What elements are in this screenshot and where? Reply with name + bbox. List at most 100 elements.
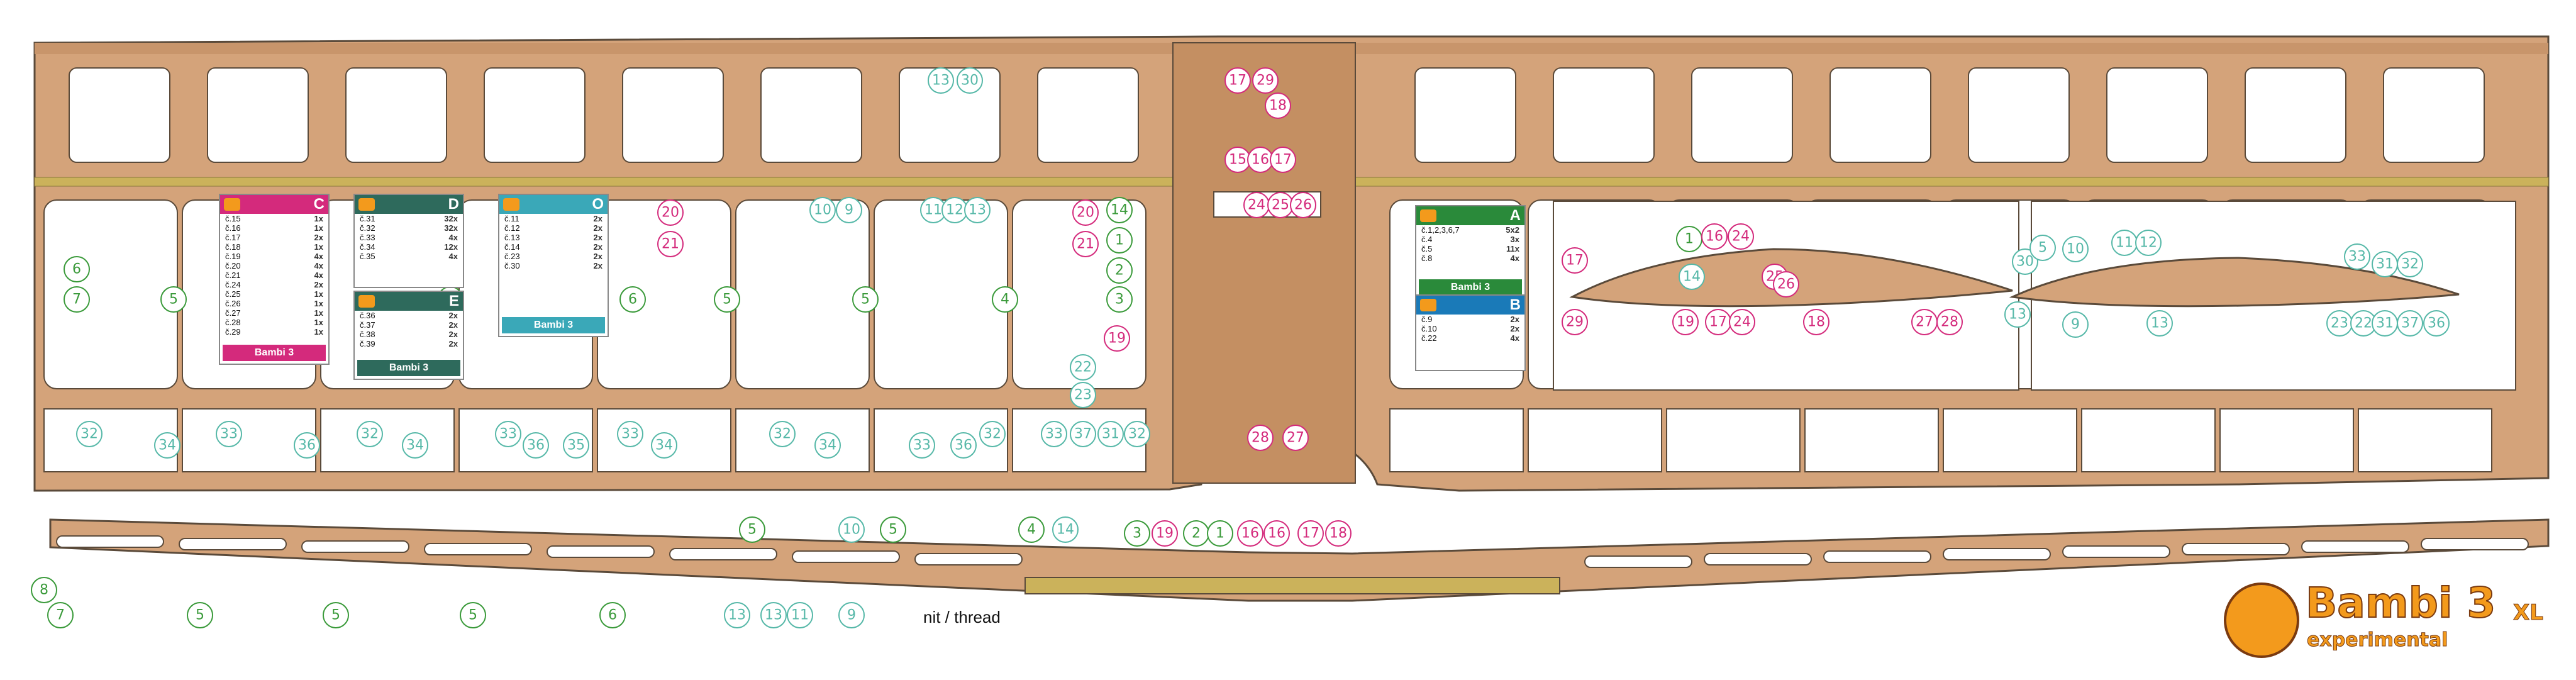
fox-logo-icon — [358, 295, 375, 308]
part-number-callout: 11 — [2111, 230, 2138, 256]
callout-label: 19 — [1677, 315, 1694, 330]
callout-label: 36 — [2428, 316, 2445, 332]
callout-label: 1 — [1685, 231, 1694, 247]
callout-label: 30 — [2016, 254, 2034, 270]
callout-label: 17 — [1709, 315, 1727, 330]
lower-lightening-slot — [2301, 540, 2409, 553]
callout-label: 32 — [984, 426, 1001, 442]
callout-label: 5 — [748, 522, 757, 538]
callout-label: 2 — [1115, 263, 1124, 279]
part-number-callout: 5 — [2029, 235, 2056, 261]
brand-suffix: XL — [2513, 600, 2544, 626]
lightening-window — [1691, 67, 1793, 163]
callout-label: 1 — [1216, 526, 1224, 542]
part-number-callout: 32 — [2397, 251, 2423, 277]
callout-label: 23 — [1074, 387, 1092, 403]
part-number-callout: 13 — [760, 602, 787, 628]
callout-label: 5 — [169, 292, 178, 308]
part-number-callout: 16 — [1237, 520, 1263, 547]
fox-logo-icon — [358, 198, 375, 211]
callout-label: 37 — [1074, 426, 1092, 442]
card-letter: B — [1509, 296, 1521, 313]
card-header: O — [499, 195, 608, 214]
lower-lightening-slot — [1704, 553, 1812, 566]
lower-lightening-slot — [1943, 548, 2051, 560]
part-number-callout: 11 — [920, 197, 947, 223]
part-number-callout: 5 — [187, 602, 213, 628]
part-number-callout: 32 — [769, 421, 796, 447]
callout-label: 5 — [2038, 240, 2047, 256]
rib-bay — [735, 199, 870, 389]
callout-label: 33 — [499, 426, 517, 442]
callout-label: 14 — [1683, 269, 1701, 285]
rib-bay — [874, 199, 1008, 389]
callout-label: 26 — [1777, 277, 1795, 293]
trailing-edge-bay — [1666, 408, 1801, 472]
callout-label: 26 — [1294, 198, 1312, 213]
part-number-callout: 34 — [402, 432, 428, 459]
callout-label: 30 — [961, 73, 979, 89]
part-number-callout: 9 — [836, 197, 862, 223]
part-number-callout: 10 — [809, 197, 836, 223]
part-number-callout: 15 — [1224, 147, 1251, 173]
part-number-callout: 21 — [657, 231, 684, 257]
callout-label: 13 — [932, 73, 950, 89]
lower-lightening-slot — [669, 548, 777, 560]
part-number-callout: 32 — [979, 421, 1006, 447]
part-number-callout: 34 — [154, 432, 180, 459]
part-number-callout: 6 — [64, 256, 90, 282]
lower-lightening-slot — [2062, 545, 2170, 558]
lightening-window — [1829, 67, 1931, 163]
fox-logo-icon — [224, 198, 240, 211]
callout-label: 35 — [567, 438, 585, 454]
part-number-callout: 17 — [1562, 247, 1588, 274]
part-number-callout: 7 — [64, 286, 90, 313]
callout-label: 5 — [861, 292, 870, 308]
lightening-window — [2383, 67, 2485, 163]
callout-label: 13 — [2009, 307, 2026, 323]
part-number-callout: 27 — [1282, 425, 1309, 451]
brand-logo: Bambi 3 XL experimental — [2224, 578, 2563, 673]
part-number-callout: 30 — [957, 67, 983, 94]
callout-label: 18 — [1330, 526, 1347, 542]
lower-lightening-slot — [56, 535, 164, 548]
part-number-callout: 32 — [1124, 421, 1150, 447]
part-number-callout: 13 — [928, 67, 954, 94]
part-number-callout: 37 — [1070, 421, 1096, 447]
part-number-callout: 4 — [1018, 516, 1045, 543]
callout-label: 32 — [361, 426, 379, 442]
callout-label: 16 — [1241, 526, 1259, 542]
card-letter: D — [448, 196, 459, 213]
callout-label: 22 — [1074, 360, 1092, 376]
callout-label: 33 — [2348, 249, 2366, 265]
rib-bay — [43, 199, 178, 389]
part-number-callout: 5 — [323, 602, 349, 628]
lightening-window — [345, 67, 447, 163]
part-number-callout: 30 — [2012, 248, 2038, 275]
part-number-callout: 35 — [563, 432, 589, 459]
callout-label: 9 — [847, 608, 856, 623]
lower-panel-outline — [49, 518, 2550, 602]
callout-label: 12 — [946, 203, 963, 218]
part-number-callout: 1 — [1207, 520, 1233, 547]
lower-lightening-slot — [792, 550, 900, 563]
card-header: B — [1416, 296, 1524, 315]
part-number-callout: 2 — [1106, 257, 1133, 284]
callout-label: 36 — [527, 438, 545, 454]
part-number-callout: 14 — [1106, 197, 1133, 223]
callout-label: 9 — [845, 203, 853, 218]
trailing-edge-bay — [1943, 408, 2077, 472]
part-number-callout: 16 — [1701, 223, 1728, 250]
thread-label: nit / thread — [923, 608, 1001, 627]
